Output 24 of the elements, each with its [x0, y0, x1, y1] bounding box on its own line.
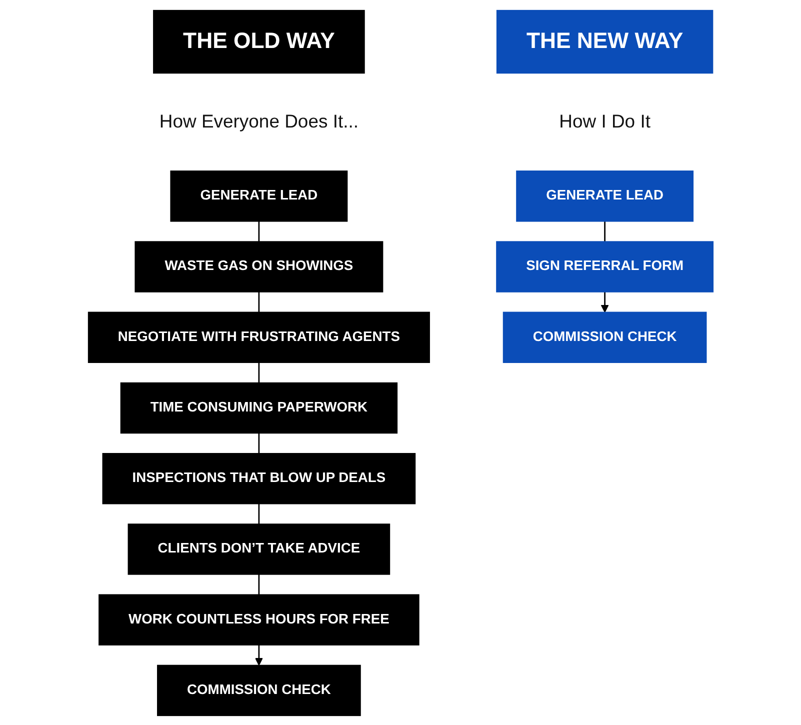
connector — [258, 291, 260, 312]
connector — [258, 432, 260, 453]
arrow — [600, 291, 609, 312]
node-box: INSPECTIONS THAT BLOW UP DEALS — [102, 452, 416, 504]
node-box: THE OLD WAY — [152, 9, 365, 74]
node-label: How Everyone Does It... — [159, 111, 358, 132]
node-box: NEGOTIATE WITH FRUSTRATING AGENTS — [88, 311, 430, 362]
connector — [258, 503, 260, 524]
node-box: TIME CONSUMING PAPERWORK — [120, 382, 398, 434]
connector — [258, 574, 260, 594]
node-box: SIGN REFERRAL FORM — [496, 240, 714, 292]
node-box: COMMISSION CHECK — [502, 311, 706, 362]
connector — [258, 220, 260, 242]
node-box: THE NEW WAY — [496, 9, 713, 74]
connector — [604, 220, 606, 242]
node-box: GENERATE LEAD — [170, 170, 348, 222]
node-label: How I Do It — [558, 111, 650, 132]
node-box: WASTE GAS ON SHOWINGS — [134, 240, 383, 292]
node-box: COMMISSION CHECK — [156, 664, 361, 716]
node-box: WORK COUNTLESS HOURS FOR FREE — [98, 594, 420, 645]
connector — [258, 362, 260, 382]
node-box: GENERATE LEAD — [516, 170, 694, 222]
arrow — [254, 644, 263, 666]
node-box: CLIENTS DON’T TAKE ADVICE — [128, 523, 390, 574]
